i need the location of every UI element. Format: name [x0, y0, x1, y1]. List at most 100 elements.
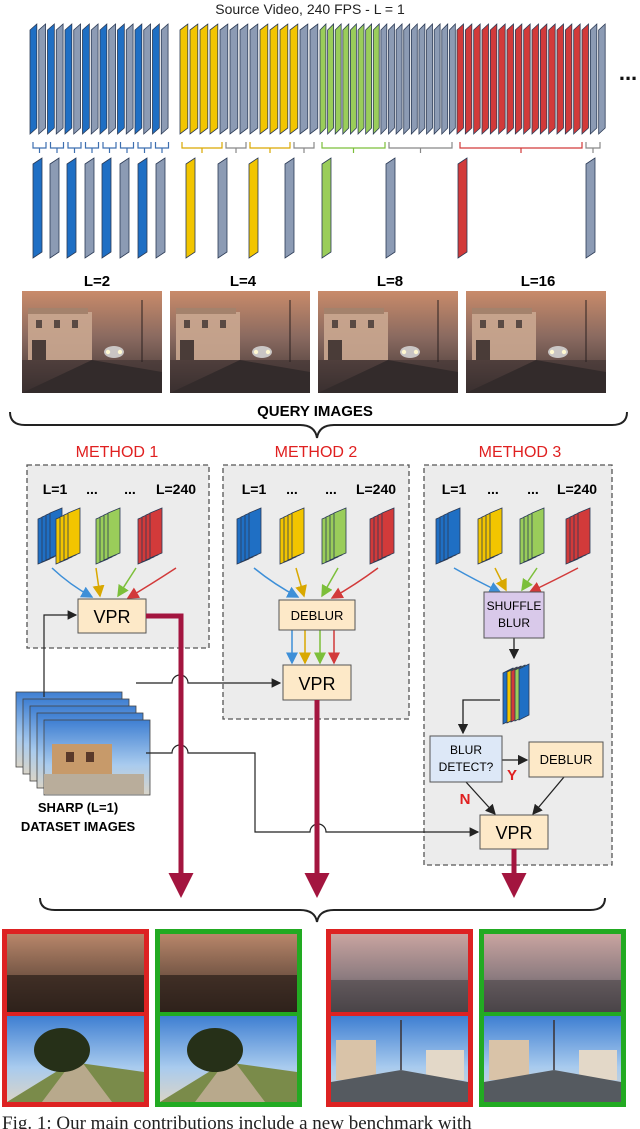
group-bracket: [249, 142, 291, 153]
query-image: [22, 291, 162, 393]
street-road: [331, 1070, 468, 1102]
ground: [170, 360, 310, 393]
method-2-title: METHOD 2: [275, 444, 358, 461]
subsampled-frame: [385, 157, 396, 259]
source-frame: [448, 23, 456, 135]
source-frame: [219, 23, 229, 135]
source-frame: [342, 23, 350, 135]
source-frame: [531, 23, 539, 135]
subsampled-frames: [32, 157, 596, 259]
stack-frame: [447, 507, 461, 559]
method-2-levels: L=1 ... ... L=240: [242, 481, 397, 497]
roof: [176, 308, 236, 314]
method-3-vpr-label: VPR: [495, 823, 532, 843]
level-label: L=1: [442, 481, 467, 497]
source-frame: [418, 23, 426, 135]
method-2-vpr-box: [282, 664, 352, 701]
source-frame: [143, 23, 151, 135]
source-frame: [327, 23, 334, 135]
subsampled-frame: [248, 157, 259, 259]
yes-label: Y: [507, 767, 517, 784]
subsampled-frame: [66, 157, 77, 259]
subsampled-frame: [217, 157, 228, 259]
method-2-flow: [253, 567, 379, 665]
output-arrows: [146, 613, 527, 898]
source-frame: [350, 23, 357, 135]
level-label: ...: [286, 481, 298, 497]
ellipsis-label: ...: [619, 60, 637, 85]
source-frame: [523, 23, 531, 135]
stack-frame: [107, 507, 121, 559]
window: [350, 320, 356, 328]
source-frame: [573, 23, 581, 135]
subsampled-frame: [137, 157, 148, 259]
door: [328, 340, 342, 360]
subsampled-frame: [32, 157, 43, 259]
dataset-label-line1: SHARP (L=1): [38, 800, 118, 815]
figure-caption: Fig. 1: Our main contributions include a…: [2, 1113, 472, 1129]
method-3-deblur-box: [528, 741, 604, 778]
group-bracket: [119, 142, 135, 153]
car: [252, 346, 272, 358]
query-brace: [9, 411, 628, 439]
query-images-caption: QUERY IMAGES: [257, 403, 373, 420]
dataset-window: [66, 752, 74, 762]
group-bracket: [181, 142, 223, 153]
source-frame: [395, 23, 403, 135]
source-frame: [299, 23, 309, 135]
source-frame: [539, 23, 548, 135]
source-frame: [456, 23, 464, 135]
window: [480, 320, 486, 328]
subsampled-frame: [284, 157, 295, 259]
subsampled-frame: [119, 157, 130, 259]
car: [400, 346, 420, 358]
source-frame: [506, 23, 514, 135]
red-stack: [565, 507, 591, 565]
source-frames: [29, 23, 606, 135]
window: [368, 320, 374, 328]
yellow-stack: [55, 507, 81, 565]
blurred-trees: [160, 975, 297, 1012]
shuffled-frame-stack: [502, 663, 530, 725]
window: [516, 320, 522, 328]
group-bracket: [225, 142, 247, 153]
source-frame: [134, 23, 143, 135]
headlight: [105, 349, 111, 355]
method-1-title: METHOD 1: [76, 444, 159, 461]
method-3-flow: [453, 567, 579, 815]
source-frame: [249, 23, 259, 135]
subsampled-frame: [321, 157, 332, 259]
blur-label: BLUR: [498, 616, 530, 630]
yellow-stack: [477, 507, 503, 565]
headlight: [265, 349, 271, 355]
source-frame: [279, 23, 289, 135]
source-frame: [189, 23, 199, 135]
group-bracket: [293, 142, 315, 153]
source-frame: [82, 23, 90, 135]
blue-stack: [37, 507, 63, 565]
method-1-flow: [51, 567, 177, 599]
source-frame: [38, 23, 46, 135]
source-frame: [357, 23, 365, 135]
subsampled-frame: [101, 157, 112, 259]
source-frame: [548, 23, 556, 135]
source-frame: [152, 23, 160, 135]
method-3-vpr-box: [479, 814, 549, 850]
source-frame: [372, 23, 380, 135]
roof: [324, 308, 384, 314]
stack-frame: [333, 507, 347, 559]
level-label: ...: [124, 481, 136, 497]
group-bracket: [154, 142, 170, 153]
result-pair: [155, 929, 302, 1107]
window: [36, 320, 42, 328]
level-label: L=240: [356, 481, 396, 497]
ground: [22, 360, 162, 393]
subsampled-frame: [49, 157, 60, 259]
stack-frame: [149, 507, 163, 559]
group-bracket: [388, 142, 453, 153]
dataset-window: [86, 752, 94, 762]
output-brace: [39, 897, 606, 923]
source-frame: [125, 23, 134, 135]
source-frame: [498, 23, 506, 135]
source-frame: [309, 23, 319, 135]
